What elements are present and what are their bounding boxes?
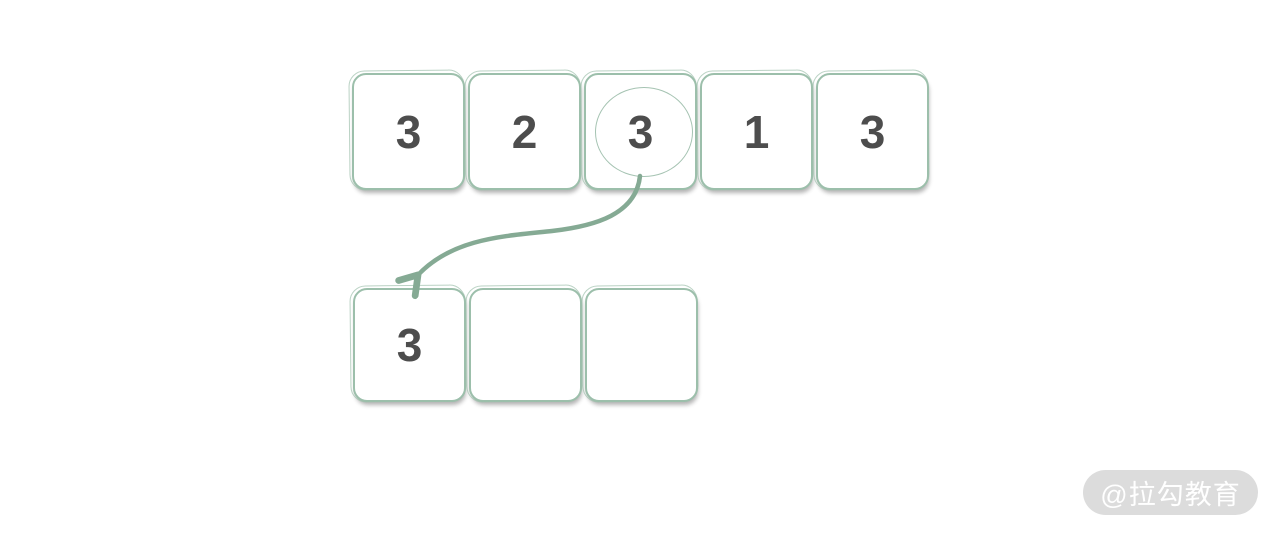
top-array-row: 3 2 3 1 3 [352,73,929,190]
top-array-cell-3: 3 [584,73,697,190]
watermark-badge: @拉勾教育 [1083,470,1258,515]
top-array-cell-1: 3 [352,73,465,190]
bottom-array-cell-2 [469,288,582,402]
top-array-cell-2: 2 [468,73,581,190]
cell-value: 3 [859,105,886,158]
top-array-cell-4: 1 [700,73,813,190]
bottom-array-cell-1: 3 [353,288,466,402]
bottom-array-cell-3 [585,288,698,402]
top-array-cell-5: 3 [816,73,929,190]
cell-value: 3 [627,105,654,158]
watermark-text: @拉勾教育 [1100,480,1241,510]
cell-value: 1 [743,105,770,158]
bottom-array-row: 3 [353,288,698,402]
cell-value: 2 [511,105,538,158]
cell-value: 3 [396,319,423,371]
cell-value: 3 [395,105,422,158]
